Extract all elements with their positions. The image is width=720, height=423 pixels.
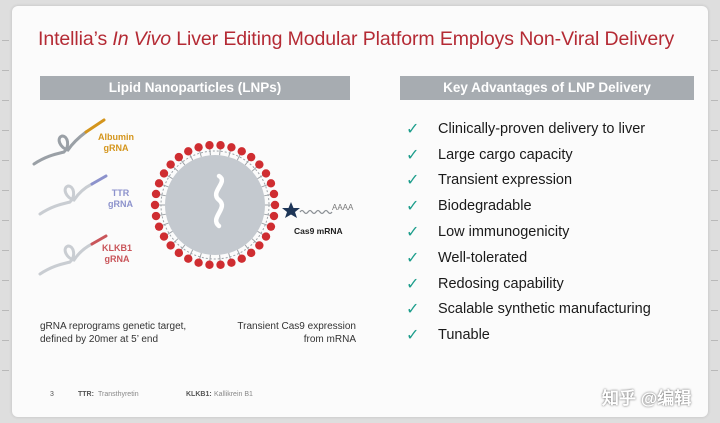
lipid-head [266,222,276,231]
lipid-nanoparticle-icon [150,141,280,269]
check-icon: ✓ [406,301,420,319]
advantages-list: ✓Clinically-proven delivery to liver ✓La… [406,116,651,348]
lipid-head [237,147,246,156]
lipid-head [270,200,280,210]
lipid-head [174,152,184,162]
lipid-head [227,258,236,267]
title-italic: In Vivo [112,28,171,50]
lipid-head [159,169,169,178]
klkb1-footnote-text: Kallikrein B1 [214,391,253,398]
lipid-head [166,160,175,169]
list-item: ✓Low immunogenicity [406,224,570,242]
ttr-grna-icon [38,174,108,216]
lipid-head [266,179,276,188]
lipid-head [194,143,203,152]
lipid-head [159,232,169,241]
ttr-footnote-text: Transthyretin [98,391,139,398]
lipid-head [255,160,264,169]
albumin-grna-label: Albumin gRNA [98,132,134,153]
lipid-head [255,241,264,250]
list-item: ✓Tunable [406,327,490,345]
list-item: ✓Redosing capability [406,275,564,293]
check-icon: ✓ [406,275,420,293]
lipid-head [216,260,225,269]
list-item: ✓Large cargo capacity [406,146,573,164]
list-item: ✓Clinically-proven delivery to liver [406,120,646,138]
slide: Intellia’s In Vivo Liver Editing Modular… [12,6,708,417]
check-icon: ✓ [406,224,420,242]
albumin-grna-icon [32,118,106,166]
watermark: 知乎 @编辑 [602,389,692,408]
lipid-head [166,241,175,250]
lipid-head [154,222,164,231]
check-icon: ✓ [406,146,420,164]
lipid-head [269,189,279,199]
lipid-head [205,141,214,150]
list-item: ✓Scalable synthetic manufacturing [406,301,651,319]
page-number: 3 [50,391,54,398]
check-icon: ✓ [406,172,420,190]
check-icon: ✓ [406,327,420,345]
cas9-caption: Transient Cas9 expression from mRNA [237,321,356,345]
ttr-footnote-abbr: TTR: [78,391,94,398]
lipid-head [184,254,193,263]
lipid-head [227,143,236,152]
title-prefix: Intellia’s [38,28,113,50]
lipid-head [150,200,160,210]
title-suffix: Liver Editing Modular Platform Employs N… [170,28,675,50]
right-edge-strip [708,0,720,423]
lnp-diagram: AAAA [32,118,354,276]
lipid-head [269,211,279,221]
check-icon: ✓ [406,249,420,267]
lipid-head [205,260,214,269]
advantages-header-band: Key Advantages of LNP Delivery [400,76,694,100]
cas9-mrna-icon: AAAA [282,202,354,218]
lipid-head [246,248,256,258]
grna-caption: gRNA reprograms genetic target, defined … [40,321,187,345]
polya-label: AAAA [332,203,354,212]
check-icon: ✓ [406,198,420,216]
slide-title: Intellia’s In Vivo Liver Editing Modular… [38,28,674,51]
check-icon: ✓ [406,120,420,138]
ttr-grna-label: TTR gRNA [108,188,133,209]
lipid-head [154,179,164,188]
lipid-head [261,169,271,178]
list-item: ✓Biodegradable [406,198,532,216]
lipid-head [246,152,256,162]
klkb1-grna-label: KLKB1 gRNA [102,243,133,264]
klkb1-footnote-abbr: KLKB1: [186,391,212,398]
cas9-mrna-label: Cas9 mRNA [294,226,343,236]
lipid-head [151,211,161,221]
klkb1-grna-icon [38,234,108,276]
lipid-head [237,254,246,263]
lipid-head [174,248,184,258]
list-item: ✓Transient expression [406,172,573,190]
list-item: ✓Well-tolerated [406,249,528,267]
lipid-head [261,232,271,241]
lipid-head [216,141,225,150]
lnp-header-band: Lipid Nanoparticles (LNPs) [40,76,350,100]
lipid-head [151,189,161,199]
left-edge-strip [0,0,12,423]
lipid-head [184,147,193,156]
lipid-head [194,258,203,267]
